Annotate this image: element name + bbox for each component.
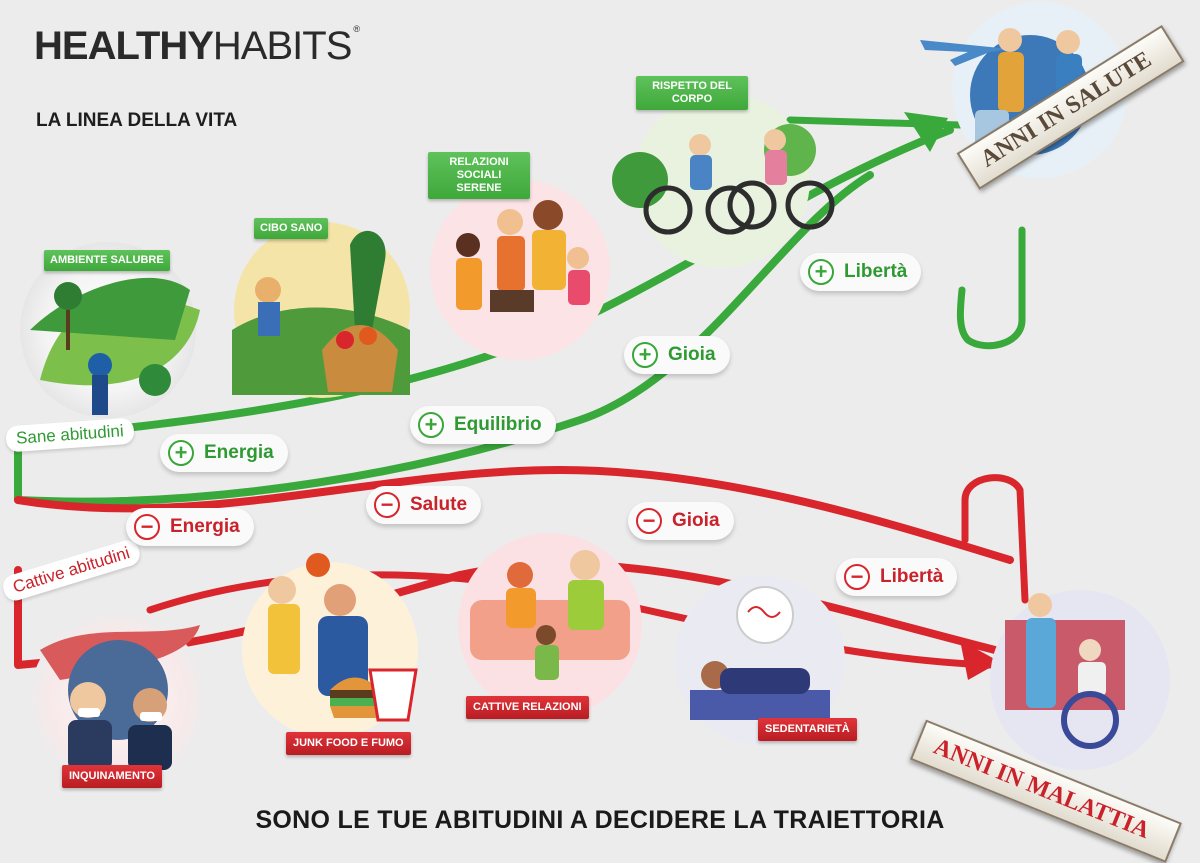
effect-pill-minus-salute: −Salute [366, 486, 482, 524]
plus-icon: + [418, 412, 444, 438]
effect-pill-plus-equilibrio: + Equilibrio [410, 406, 556, 444]
plus-icon: + [168, 440, 194, 466]
registered-mark: ® [353, 24, 360, 34]
effect-label: Salute [410, 494, 468, 515]
effect-label: Libertà [880, 566, 944, 587]
plus-icon: + [632, 342, 658, 368]
effect-label: Energia [204, 442, 274, 463]
illustration-cattive-relazioni [458, 533, 642, 717]
effect-pill-plus-energia: + Energia [160, 434, 288, 472]
brand-logo: HEALTHYHABITS® [34, 24, 360, 69]
habit-tag-junk-food: JUNK FOOD E FUMO [286, 732, 411, 755]
unhealthy-arrowhead [960, 640, 1000, 680]
minus-icon: − [844, 564, 870, 590]
diagram-canvas [14, 2, 1170, 788]
healthy-path-line-b [14, 171, 874, 506]
effect-pill-minus-liberta: −Libertà [836, 558, 958, 596]
minus-icon: − [374, 492, 400, 518]
healthy-return-loop [956, 226, 1026, 350]
effect-pill-plus-gioia: + Gioia [624, 336, 730, 374]
illustration-ambiente-salubre [20, 242, 200, 418]
illustration-relazioni-sociali [430, 180, 610, 360]
habit-tag-rispetto-del-corpo: RISPETTO DEL CORPO [636, 76, 748, 110]
illustration-cibo-sano [232, 222, 410, 398]
habit-tag-relazioni-sociali: RELAZIONI SOCIALI SERENE [428, 152, 530, 199]
brand-light: HABITS [212, 24, 352, 68]
unhealthy-path-line-a [14, 466, 1014, 564]
minus-icon: − [134, 514, 160, 540]
illustration-inquinamento [30, 612, 206, 788]
habit-tag-ambiente-salubre: AMBIENTE SALUBRE [44, 250, 170, 271]
illustration-anni-in-malattia [990, 590, 1170, 770]
plus-icon: + [808, 259, 834, 285]
healthy-arrowhead [904, 112, 948, 152]
minus-icon: − [636, 508, 662, 534]
habit-tag-cibo-sano: CIBO SANO [254, 218, 329, 239]
effect-pill-plus-liberta: + Libertà [800, 253, 922, 291]
unhealthy-top-loop [961, 474, 1029, 604]
illustration-rispetto-del-corpo [612, 92, 835, 268]
habit-tag-inquinamento: INQUINAMENTO [62, 765, 162, 788]
effect-label: Energia [170, 516, 240, 537]
effect-label: Libertà [844, 261, 908, 282]
illustration-junk-food [242, 553, 418, 738]
effect-label: Equilibrio [454, 414, 542, 435]
brand-bold: HEALTHY [34, 24, 214, 68]
effect-pill-minus-gioia: −Gioia [628, 502, 734, 540]
effect-label: Gioia [672, 510, 720, 531]
page-subtitle: LA LINEA DELLA VITA [36, 110, 238, 131]
habit-tag-cattive-relazioni: CATTIVE RELAZIONI [466, 696, 589, 719]
footer-title: SONO LE TUE ABITUDINI A DECIDERE LA TRAI… [255, 806, 945, 834]
illustration-sedentarieta [675, 575, 845, 745]
effect-label: Gioia [668, 344, 716, 365]
effect-pill-minus-energia: −Energia [126, 508, 254, 546]
habit-tag-sedentarieta: SEDENTARIETÀ [758, 718, 857, 741]
